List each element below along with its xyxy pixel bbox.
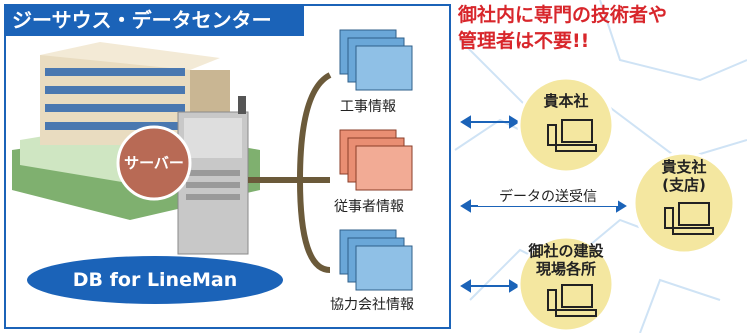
folder-label-1: 工事情報 bbox=[340, 99, 396, 115]
client-label-site-line-1: 御社の建設 bbox=[528, 242, 604, 260]
notice-text: 御社内に専門の技術者や 管理者は不要!! bbox=[458, 2, 743, 54]
client-label-site: 御社の建設 現場各所 bbox=[520, 242, 612, 278]
transfer-label: データの送受信 bbox=[478, 186, 618, 206]
folder-icon-1 bbox=[339, 29, 413, 91]
folder-label-2: 従事者情報 bbox=[334, 199, 404, 215]
client-label-branch-line-2: (支店) bbox=[662, 176, 706, 194]
folder-icon-3 bbox=[339, 229, 413, 291]
client-circle-head-office bbox=[517, 76, 615, 174]
folder-connectors bbox=[248, 72, 332, 273]
db-ellipse bbox=[27, 256, 283, 304]
folder-icon-2 bbox=[339, 129, 413, 191]
db-label: DB for LineMan bbox=[72, 269, 238, 291]
client-label-branch-line-1: 貴支社 bbox=[661, 158, 707, 176]
server-circle bbox=[116, 125, 192, 201]
computer-icon-head-office bbox=[547, 119, 597, 152]
client-label-site-line-2: 現場各所 bbox=[535, 260, 596, 278]
folder-label-3: 協力会社情報 bbox=[330, 297, 414, 313]
notice-line-1: 御社内に専門の技術者や bbox=[458, 4, 668, 26]
computer-icon-branch bbox=[664, 202, 714, 235]
client-label-head-office: 貴本社 bbox=[543, 92, 589, 110]
notice-line-2: 管理者は不要!! bbox=[458, 30, 590, 52]
server-label: サーバー bbox=[124, 154, 184, 172]
client-label-branch: 貴支社 (支店) bbox=[644, 158, 724, 194]
computer-icon-site bbox=[547, 284, 597, 317]
server-tower bbox=[177, 96, 249, 255]
panel-title: ジーサウス・データセンター bbox=[4, 4, 304, 36]
transfer-arrows bbox=[460, 115, 627, 293]
